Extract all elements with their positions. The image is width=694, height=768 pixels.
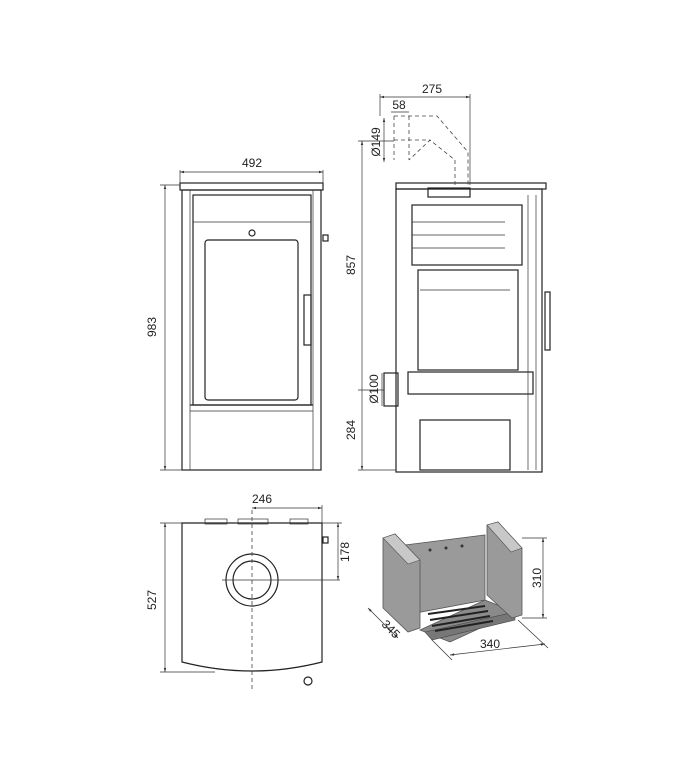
rear-flue-outlet: [383, 372, 399, 407]
side-handle: [544, 291, 551, 351]
side-view: 275 58 Ø149 857 Ø100 284: [344, 82, 551, 473]
flue-offset-label: 275: [422, 82, 442, 96]
top-flue-x-label: 246: [252, 492, 272, 506]
front-height-label: 983: [145, 317, 159, 337]
top-flue-height-label: 857: [344, 255, 358, 275]
flue-pipe-dashed: [393, 115, 469, 185]
firebox-width-label: 340: [480, 637, 500, 651]
combustion-chamber: [417, 269, 519, 371]
front-width-label: 492: [242, 156, 262, 170]
side-body: [395, 188, 543, 473]
door: [192, 194, 312, 406]
top-flue-y-label: 178: [338, 542, 352, 562]
knob-icon: [248, 229, 256, 237]
flue-setback-label: 58: [392, 98, 406, 112]
top-flue-diameter-label: Ø149: [369, 127, 383, 157]
ash-drawer: [419, 419, 511, 471]
rear-flue-height-label: 284: [344, 420, 358, 440]
stove-body: [181, 189, 322, 471]
grate: [427, 605, 494, 632]
door-handle: [303, 294, 312, 346]
rear-flue-diameter-label: Ø100: [367, 374, 381, 404]
adjuster-knob-icon: [303, 676, 313, 686]
firebox-view: 310 345 340: [367, 521, 549, 661]
top-outline: [181, 522, 323, 672]
top-plate: [179, 182, 324, 191]
top-view: 246 178 527: [145, 492, 352, 690]
top-depth-label: 527: [145, 590, 159, 610]
door-glass: [204, 239, 299, 401]
firebox-height-label: 310: [530, 568, 544, 588]
front-view: 492 983: [145, 156, 329, 471]
